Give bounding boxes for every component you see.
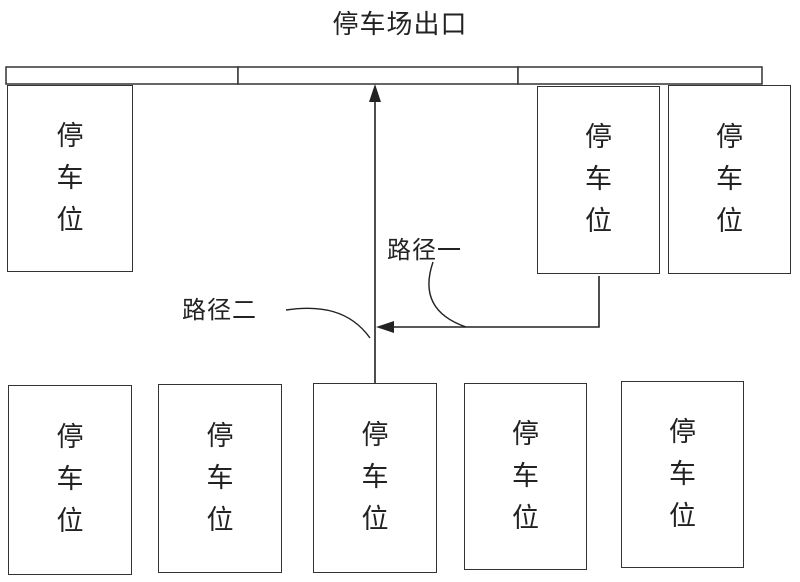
page-title: 停车场出口: [332, 10, 468, 40]
spot-char-3: 位: [206, 504, 234, 536]
path1-arrowhead: [376, 321, 394, 333]
spot-char-1: 停: [56, 422, 84, 453]
spot-char-3: 位: [512, 502, 539, 534]
path1-line: [392, 276, 600, 328]
spot-char-3: 位: [56, 204, 84, 236]
parking-spot-bottom-1: 停 车 位: [8, 385, 132, 575]
path1-label: 路径一: [387, 236, 462, 264]
spot-char-1: 停: [56, 120, 84, 152]
spot-char-3: 位: [716, 205, 743, 237]
spot-char-2: 车: [361, 462, 389, 493]
spot-char-1: 停: [669, 416, 696, 448]
spot-char-2: 车: [585, 164, 612, 195]
parking-spot-bottom-2: 停 车 位: [158, 384, 282, 573]
spot-char-2: 车: [206, 462, 234, 494]
spot-char-2: 车: [669, 458, 696, 490]
exit-bar-right: [517, 66, 763, 85]
spot-char-3: 位: [56, 506, 84, 537]
main-path-arrowhead: [369, 84, 381, 102]
spot-char-3: 位: [585, 206, 612, 237]
exit-bar-center: [237, 66, 519, 85]
parking-spot-top-right-1: 停 车 位: [537, 86, 660, 274]
exit-bar-left: [5, 66, 239, 85]
spot-char-3: 位: [669, 500, 696, 532]
parking-spot-top-left: 停 车 位: [7, 85, 133, 272]
spot-char-2: 车: [56, 162, 84, 194]
spot-char-2: 车: [56, 464, 84, 495]
path1-leader: [428, 261, 467, 328]
parking-spot-bottom-5: 停 车 位: [621, 381, 744, 568]
spot-char-2: 车: [716, 163, 743, 195]
parking-spot-bottom-3: 停 车 位: [313, 383, 437, 573]
path2-label: 路径二: [182, 296, 257, 324]
path2-leader: [285, 307, 371, 339]
spot-char-3: 位: [361, 504, 389, 535]
spot-char-1: 停: [361, 420, 389, 451]
parking-spot-top-right-2: 停 车 位: [668, 85, 791, 274]
spot-char-1: 停: [585, 122, 612, 153]
spot-char-1: 停: [512, 418, 539, 450]
spot-char-2: 车: [512, 460, 539, 492]
spot-char-1: 停: [716, 121, 743, 153]
parking-spot-bottom-4: 停 车 位: [464, 383, 587, 570]
spot-char-1: 停: [206, 420, 234, 452]
